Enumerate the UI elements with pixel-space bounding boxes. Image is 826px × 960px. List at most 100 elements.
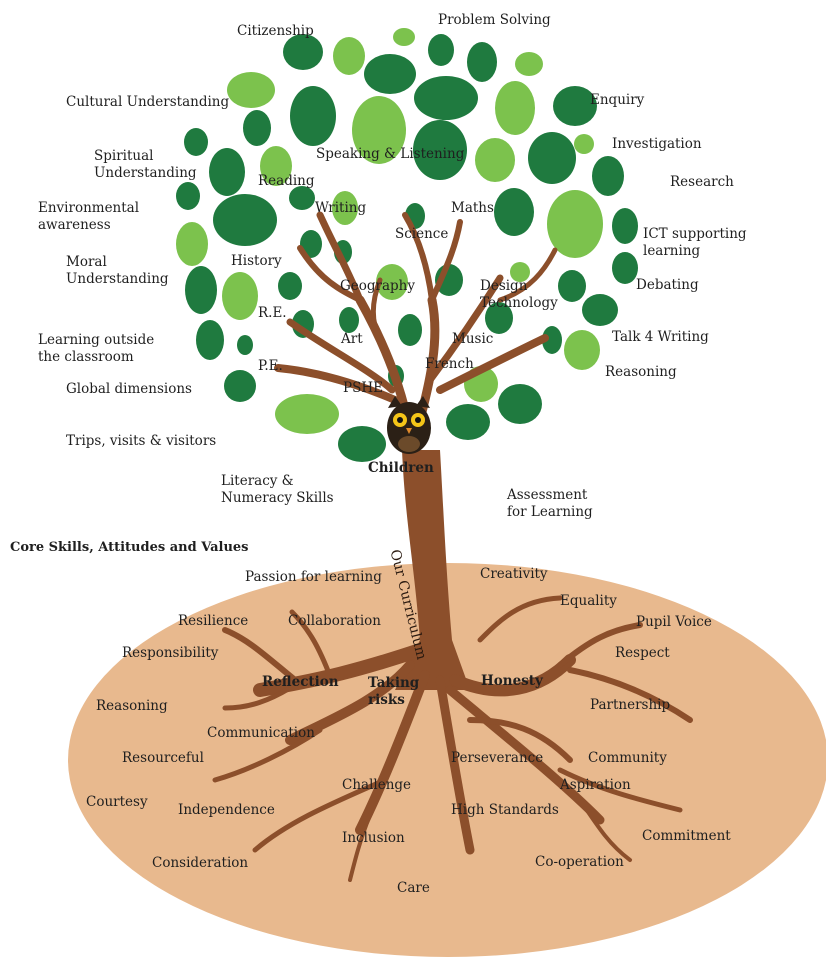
leaf <box>553 86 597 126</box>
leaf <box>393 28 415 46</box>
leaf <box>339 307 359 333</box>
leaf <box>446 404 490 440</box>
leaf <box>224 370 256 402</box>
label-pshe: PSHE <box>343 380 383 396</box>
leaf <box>332 191 358 225</box>
label-ict-supporting-learning: ICT supporting learning <box>643 226 747 259</box>
label-commitment: Commitment <box>642 828 731 844</box>
leaf <box>510 262 530 282</box>
label-music: Music <box>452 331 494 347</box>
label-co-operation: Co-operation <box>535 854 624 870</box>
label-research: Research <box>670 174 734 190</box>
label-re: R.E. <box>258 305 287 321</box>
label-problem-solving: Problem Solving <box>438 12 551 28</box>
leaf <box>237 335 253 355</box>
label-maths: Maths <box>451 200 494 216</box>
label-environmental-awareness: Environmental awareness <box>38 200 140 233</box>
label-high-standards: High Standards <box>451 802 559 818</box>
label-respect: Respect <box>615 645 670 661</box>
leaf <box>564 330 600 370</box>
label-assessment-for-learning: Assessment for Learning <box>507 487 593 520</box>
root <box>467 717 573 763</box>
leaf <box>612 252 638 284</box>
label-resilience: Resilience <box>178 613 249 629</box>
label-care: Care <box>397 880 430 896</box>
label-equality: Equality <box>560 593 617 609</box>
leaf <box>209 148 245 196</box>
tree-trunk <box>395 450 470 690</box>
root <box>222 627 303 687</box>
leaf <box>364 54 416 94</box>
label-inclusion: Inclusion <box>342 830 405 846</box>
label-communication: Communication <box>207 725 315 741</box>
label-debating: Debating <box>636 277 699 293</box>
section-title: Core Skills, Attitudes and Values <box>10 540 249 555</box>
leaf <box>260 146 292 186</box>
leaf <box>289 186 315 210</box>
leaf <box>176 222 208 266</box>
label-investigation: Investigation <box>612 136 702 152</box>
leaf <box>428 34 454 66</box>
label-challenge: Challenge <box>342 777 412 793</box>
label-children: Children <box>368 460 434 476</box>
label-resourceful: Resourceful <box>122 750 204 766</box>
label-creativity: Creativity <box>480 566 548 582</box>
label-reading: Reading <box>258 173 315 189</box>
label-passion-for-learning: Passion for learning <box>245 569 382 585</box>
label-consideration: Consideration <box>152 855 249 871</box>
leaf <box>467 42 497 82</box>
leaf <box>243 110 271 146</box>
label-learning-outside-classroom: Learning outside the classroom <box>38 332 155 365</box>
leaf <box>547 190 603 258</box>
branch <box>426 274 504 384</box>
leaf <box>352 96 406 164</box>
label-enquiry: Enquiry <box>590 92 645 108</box>
label-community: Community <box>588 750 667 766</box>
leaf <box>227 72 275 108</box>
label-pe: P.E. <box>258 358 283 374</box>
soil-ellipse <box>68 563 826 957</box>
owl-icon <box>387 396 431 454</box>
label-reflection: Reflection <box>262 674 339 690</box>
leaf <box>213 194 277 246</box>
leaf <box>582 294 618 326</box>
leaf <box>475 138 515 182</box>
label-aspiration: Aspiration <box>560 777 631 793</box>
branch <box>497 247 558 303</box>
leaf <box>376 264 408 300</box>
label-cultural-understanding: Cultural Understanding <box>66 94 230 110</box>
leaf <box>333 37 365 75</box>
branch <box>402 212 435 303</box>
label-reasoning-top: Reasoning <box>605 364 677 380</box>
branch <box>316 211 364 304</box>
label-design-technology: Design Technology <box>480 278 558 311</box>
leaf <box>290 86 336 146</box>
leaf <box>485 302 513 334</box>
root <box>252 777 388 853</box>
root <box>435 675 475 855</box>
root <box>449 654 576 697</box>
leaf <box>498 384 542 424</box>
branch <box>297 245 363 303</box>
root <box>578 798 632 862</box>
root <box>285 660 415 745</box>
label-citizenship: Citizenship <box>237 23 314 39</box>
leaf <box>185 266 217 314</box>
label-global-dimensions: Global dimensions <box>66 381 192 397</box>
label-reasoning: Reasoning <box>96 698 168 714</box>
tree-roots <box>212 595 693 882</box>
leaf <box>176 182 200 210</box>
root <box>557 767 683 813</box>
branch <box>286 318 396 394</box>
leaf <box>495 81 535 135</box>
label-trips-visits: Trips, visits & visitors <box>66 433 217 449</box>
label-pupil-voice: Pupil Voice <box>636 614 712 630</box>
root <box>289 609 333 679</box>
label-taking-risks: Taking risks <box>368 675 420 708</box>
label-literacy-numeracy: Literacy & Numeracy Skills <box>221 473 334 506</box>
label-spiritual-understanding: Spiritual Understanding <box>94 148 197 181</box>
leaf <box>558 270 586 302</box>
root <box>477 595 563 643</box>
label-honesty: Honesty <box>481 673 543 689</box>
